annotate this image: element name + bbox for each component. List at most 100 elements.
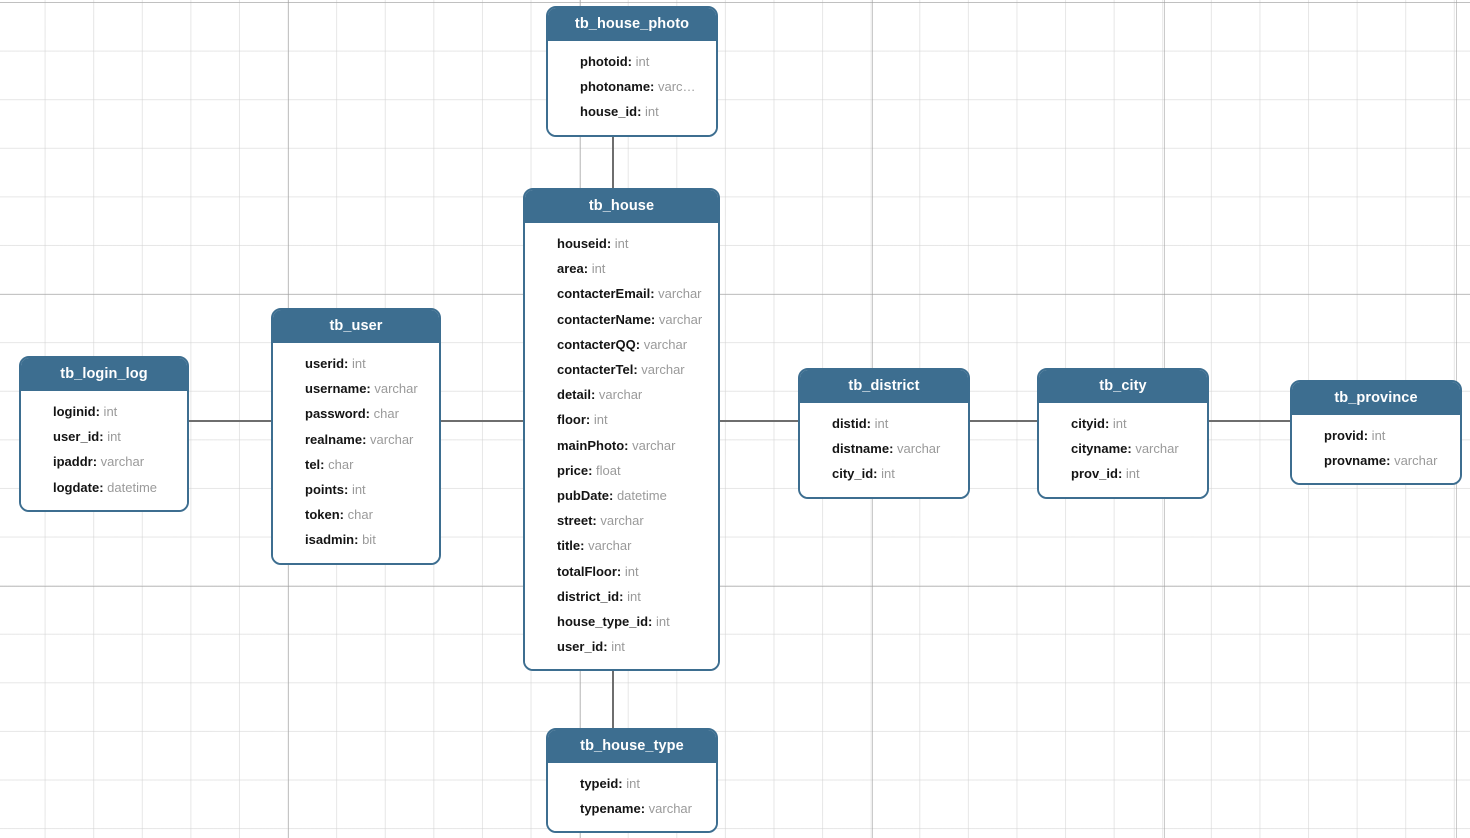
field-row: userid: int bbox=[273, 351, 439, 376]
field-type: int bbox=[623, 588, 641, 604]
field-row: totalFloor: int bbox=[525, 559, 718, 584]
field-row: token: char bbox=[273, 502, 439, 527]
field-type: varchar bbox=[654, 286, 702, 302]
field-name: contacterEmail: bbox=[557, 286, 655, 302]
field-row: password: char bbox=[273, 401, 439, 426]
field-row: floor: int bbox=[525, 407, 718, 432]
field-name: token: bbox=[305, 507, 344, 523]
field-name: isadmin: bbox=[305, 532, 359, 548]
field-name: house_type_id: bbox=[557, 614, 653, 630]
field-row: photoname: varc… bbox=[548, 74, 716, 99]
field-name: city_id: bbox=[832, 466, 878, 482]
field-name: loginid: bbox=[53, 404, 100, 419]
connector-user-to-house bbox=[441, 420, 523, 422]
entity-tb_house[interactable]: tb_house houseid: int area: int contacterEm… bbox=[523, 188, 720, 672]
field-row: contacterTel: varchar bbox=[525, 357, 718, 382]
field-name: prov_id: bbox=[1071, 466, 1123, 482]
field-type: int bbox=[1122, 466, 1140, 482]
connector-city-to-province bbox=[1209, 420, 1290, 422]
field-row: distid: int bbox=[800, 411, 968, 436]
field-name: street: bbox=[557, 513, 597, 529]
connector-district-to-city bbox=[970, 420, 1037, 422]
field-row: realname: varchar bbox=[273, 427, 439, 452]
field-name: ipaddr: bbox=[53, 454, 98, 470]
field-row: loginid: int bbox=[21, 399, 187, 424]
field-row: logdate: datetime bbox=[21, 475, 187, 500]
field-name: distid: bbox=[832, 416, 871, 431]
field-row: cityid: int bbox=[1039, 411, 1207, 436]
field-name: area: bbox=[557, 261, 589, 277]
field-row: username: varchar bbox=[273, 376, 439, 401]
field-type: varchar bbox=[370, 381, 418, 397]
field-row: contacterEmail: varchar bbox=[525, 281, 718, 306]
field-row: typename: varchar bbox=[548, 796, 716, 821]
field-type: int bbox=[877, 466, 895, 482]
entity-title-tb_user: tb_user bbox=[273, 310, 439, 343]
field-type: varchar bbox=[595, 387, 643, 403]
field-type: float bbox=[592, 462, 621, 478]
field-type: varchar bbox=[366, 431, 414, 447]
entity-fields-tb_house: houseid: int area: int contacterEmail: var… bbox=[525, 223, 718, 670]
field-row: points: int bbox=[273, 477, 439, 502]
entity-fields-tb_province: provid: int provname: varchar bbox=[1292, 415, 1460, 484]
field-type: int bbox=[348, 482, 366, 498]
field-row: ipaddr: varchar bbox=[21, 449, 187, 474]
field-type: varchar bbox=[655, 311, 703, 327]
field-name: contacterTel: bbox=[557, 362, 638, 378]
field-type: varchar bbox=[1390, 453, 1438, 469]
field-type: datetime bbox=[613, 488, 667, 504]
field-row: typeid: int bbox=[548, 771, 716, 796]
field-type: char bbox=[370, 406, 399, 422]
field-row: tel: char bbox=[273, 452, 439, 477]
field-type: varchar bbox=[893, 441, 941, 457]
field-type: varchar bbox=[637, 362, 685, 378]
field-row: detail: varchar bbox=[525, 382, 718, 407]
field-type: varc… bbox=[654, 79, 696, 95]
field-type: varchar bbox=[645, 801, 692, 817]
field-row: street: varchar bbox=[525, 508, 718, 533]
field-type: bit bbox=[358, 532, 376, 548]
field-type: varchar bbox=[584, 538, 632, 554]
field-type: int bbox=[99, 404, 118, 419]
entity-title-tb_district: tb_district bbox=[800, 370, 968, 403]
field-row: city_id: int bbox=[800, 461, 968, 486]
field-type: char bbox=[344, 507, 373, 523]
entity-title-tb_login_log: tb_login_log bbox=[21, 358, 187, 391]
entity-title-tb_house: tb_house bbox=[525, 190, 718, 223]
field-name: username: bbox=[305, 381, 371, 397]
field-name: cityid: bbox=[1071, 416, 1110, 431]
field-type: int bbox=[1368, 428, 1386, 443]
field-row: prov_id: int bbox=[1039, 461, 1207, 486]
field-row: houseid: int bbox=[525, 231, 718, 256]
field-row: house_id: int bbox=[548, 99, 716, 124]
field-type: int bbox=[611, 236, 629, 251]
field-row: isadmin: bit bbox=[273, 527, 439, 552]
field-type: varchar bbox=[97, 454, 145, 470]
field-row: provname: varchar bbox=[1292, 448, 1460, 473]
field-name: user_id: bbox=[557, 639, 608, 655]
connector-house-to-photo bbox=[612, 130, 614, 188]
field-type: char bbox=[324, 456, 354, 472]
connector-house-to-district bbox=[720, 420, 798, 422]
field-name: provid: bbox=[1324, 428, 1369, 443]
field-name: cityname: bbox=[1071, 441, 1132, 457]
field-name: pubDate: bbox=[557, 488, 614, 504]
field-type: varchar bbox=[596, 513, 644, 529]
entity-title-tb_city: tb_city bbox=[1039, 370, 1207, 403]
field-name: photoname: bbox=[580, 79, 655, 95]
field-name: provname: bbox=[1324, 453, 1391, 469]
field-name: userid: bbox=[305, 356, 349, 371]
field-name: points: bbox=[305, 482, 349, 498]
